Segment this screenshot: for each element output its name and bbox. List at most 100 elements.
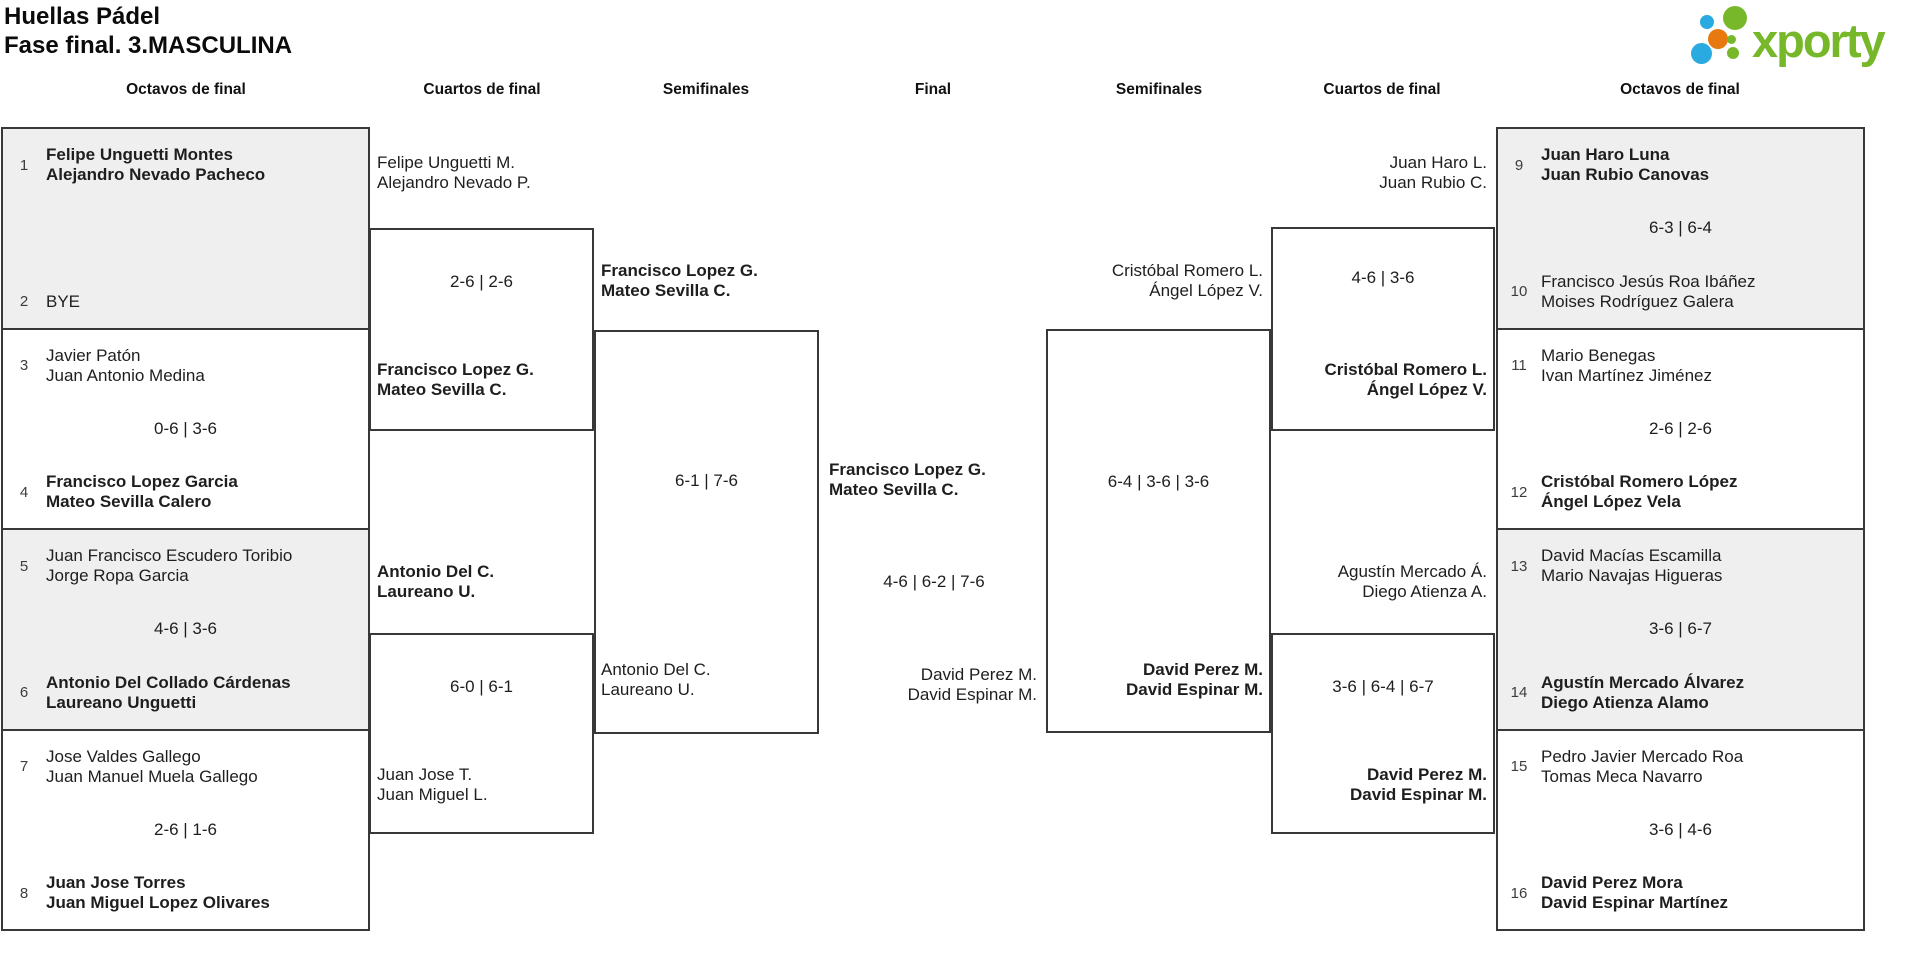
- player-name: Mateo Sevilla C.: [377, 380, 507, 399]
- page-title: Huellas Pádel Fase final. 3.MASCULINA: [4, 2, 292, 60]
- seed-number: 14: [1510, 684, 1528, 701]
- player-name: Juan Antonio Medina: [46, 365, 205, 385]
- r16-match-8: 15 Pedro Javier Mercado Roa Tomas Meca N…: [1498, 728, 1863, 930]
- player-name: Jorge Ropa Garcia: [46, 566, 189, 585]
- player-name: David Perez M.: [1367, 765, 1487, 784]
- match-score: 6-4 | 3-6 | 3-6: [1107, 472, 1210, 491]
- player-name: Antonio Del Collado Cárdenas: [46, 672, 291, 692]
- r16-match-7: 13 David Macías Escamilla Mario Navajas …: [1498, 528, 1863, 729]
- team-entry: Francisco Lopez G. Mateo Sevilla C.: [601, 261, 758, 301]
- round-header-r16-right: Octavos de final: [1620, 81, 1740, 98]
- player-name: Juan Rubio Canovas: [1541, 165, 1710, 184]
- seed-number: 10: [1510, 283, 1528, 300]
- seed-number: 13: [1510, 557, 1528, 575]
- player-name: BYE: [46, 291, 81, 311]
- team-entry: 10 Francisco Jesús Roa Ibáñez Moises Rod…: [1506, 272, 1756, 312]
- seed-number: 11: [1511, 357, 1527, 374]
- qf-left-top-box: [369, 228, 594, 431]
- seed-number: 4: [19, 483, 29, 501]
- match-score: 3-6 | 4-6: [1648, 819, 1712, 839]
- seed-number: 16: [1510, 884, 1528, 902]
- logo-dot-blue-large: [1691, 43, 1712, 64]
- player-name: Felipe Unguetti M.: [377, 153, 515, 172]
- team-entry: David Perez M. David Espinar M.: [1279, 765, 1487, 805]
- player-name: David Espinar Martínez: [1541, 893, 1729, 912]
- player-name: Alejandro Nevado Pacheco: [46, 165, 266, 184]
- team-entry: 6 Antonio Del Collado Cárdenas Laureano …: [11, 673, 291, 713]
- player-name: Cristóbal Romero L.: [1111, 261, 1263, 280]
- player-name: Juan Miguel Lopez Olivares: [46, 893, 270, 912]
- player-name: Jose Valdes Gallego: [46, 746, 201, 766]
- player-name: Laureano Unguetti: [46, 692, 197, 712]
- team-entry: Antonio Del C. Laureano U.: [377, 562, 494, 602]
- team-entry: Francisco Lopez G. Mateo Sevilla C.: [377, 360, 534, 400]
- phase-name: Fase final. 3.MASCULINA: [4, 32, 293, 59]
- team-entry: 13 David Macías Escamilla Mario Navajas …: [1506, 546, 1723, 586]
- team-entry: Juan Haro L. Juan Rubio C.: [1279, 153, 1487, 193]
- player-name: Francisco Lopez Garcia: [46, 472, 238, 491]
- player-name: Francisco Jesús Roa Ibáñez: [1541, 271, 1756, 291]
- team-entry: 9 Juan Haro Luna Juan Rubio Canovas: [1506, 145, 1709, 185]
- r16-match-3: 5 Juan Francisco Escudero Toribio Jorge …: [3, 528, 368, 729]
- seed-number: 7: [19, 758, 29, 775]
- team-entry: Francisco Lopez G. Mateo Sevilla C.: [829, 460, 986, 500]
- match-score: 2-6 | 2-6: [449, 272, 513, 291]
- r16-match-6: 11 Mario Benegas Ivan Martínez Jiménez 2…: [1498, 327, 1863, 529]
- r16-match-1: 1 Felipe Unguetti Montes Alejandro Nevad…: [3, 129, 368, 328]
- match-score: 2-6 | 2-6: [1648, 418, 1712, 438]
- tournament-name: Huellas Pádel: [4, 3, 161, 30]
- player-name: Alejandro Nevado P.: [377, 173, 531, 192]
- team-entry: 12 Cristóbal Romero López Ángel López Ve…: [1506, 472, 1738, 512]
- team-entry: Cristóbal Romero L. Ángel López V.: [1056, 261, 1263, 301]
- player-name: David Perez M.: [920, 665, 1037, 684]
- team-entry: 16 David Perez Mora David Espinar Martín…: [1506, 873, 1728, 913]
- match-score: 6-3 | 6-4: [1648, 218, 1712, 237]
- team-entry: 8 Juan Jose Torres Juan Miguel Lopez Oli…: [11, 873, 270, 913]
- logo-dot-green-large: [1723, 6, 1747, 30]
- match-score: 3-6 | 6-4 | 6-7: [1332, 677, 1434, 696]
- player-name: Agustín Mercado Álvarez: [1541, 672, 1745, 692]
- round-header-sf-right: Semifinales: [1115, 81, 1203, 98]
- player-name: Francisco Lopez G.: [601, 261, 758, 280]
- player-name: Laureano U.: [601, 680, 695, 699]
- match-score: 6-1 | 7-6: [674, 471, 738, 490]
- player-name: Diego Atienza Alamo: [1541, 692, 1709, 712]
- seed-number: 15: [1510, 758, 1528, 775]
- round-header-final: Final: [914, 81, 952, 98]
- match-score: 3-6 | 6-7: [1648, 619, 1712, 638]
- team-entry: Antonio Del C. Laureano U.: [601, 660, 711, 700]
- player-name: David Perez M.: [1143, 660, 1263, 679]
- player-name: Francisco Lopez G.: [377, 360, 534, 379]
- player-name: Francisco Lopez G.: [829, 460, 986, 479]
- match-score: 4-6 | 6-2 | 7-6: [883, 572, 985, 591]
- seed-number: 1: [19, 156, 29, 174]
- player-name: Tomas Meca Navarro: [1541, 766, 1703, 786]
- player-name: Agustín Mercado Á.: [1337, 562, 1487, 581]
- sf-right-box: [1046, 329, 1271, 733]
- qf-right-top-box: [1271, 227, 1495, 431]
- player-name: Pedro Javier Mercado Roa: [1541, 746, 1744, 766]
- seed-number: 3: [19, 357, 29, 374]
- player-name: Ivan Martínez Jiménez: [1541, 365, 1713, 385]
- player-name: Ángel López V.: [1366, 380, 1487, 399]
- player-name: Mateo Sevilla Calero: [46, 492, 212, 511]
- player-name: David Espinar M.: [907, 685, 1037, 704]
- team-entry: 3 Javier Patón Juan Antonio Medina: [11, 346, 205, 386]
- player-name: Felipe Unguetti Montes: [46, 145, 233, 164]
- match-score: 2-6 | 1-6: [153, 819, 217, 839]
- player-name: David Perez Mora: [1541, 873, 1683, 892]
- player-name: Laureano U.: [377, 582, 476, 601]
- team-entry: Cristóbal Romero L. Ángel López V.: [1279, 360, 1487, 400]
- xporty-logo[interactable]: xporty: [1688, 0, 1914, 70]
- team-entry: 2 BYE: [11, 292, 80, 312]
- seed-number: 8: [19, 884, 29, 902]
- logo-dot-green-tiny: [1727, 35, 1736, 44]
- player-name: Juan Jose Torres: [46, 873, 186, 892]
- logo-wordmark: xporty: [1752, 14, 1886, 67]
- team-entry: 11 Mario Benegas Ivan Martínez Jiménez: [1506, 346, 1712, 386]
- team-entry: Felipe Unguetti M. Alejandro Nevado P.: [377, 153, 531, 193]
- qf-left-bottom-box: [369, 633, 594, 834]
- team-entry: 5 Juan Francisco Escudero Toribio Jorge …: [11, 546, 292, 586]
- player-name: Juan Jose T.: [377, 765, 473, 784]
